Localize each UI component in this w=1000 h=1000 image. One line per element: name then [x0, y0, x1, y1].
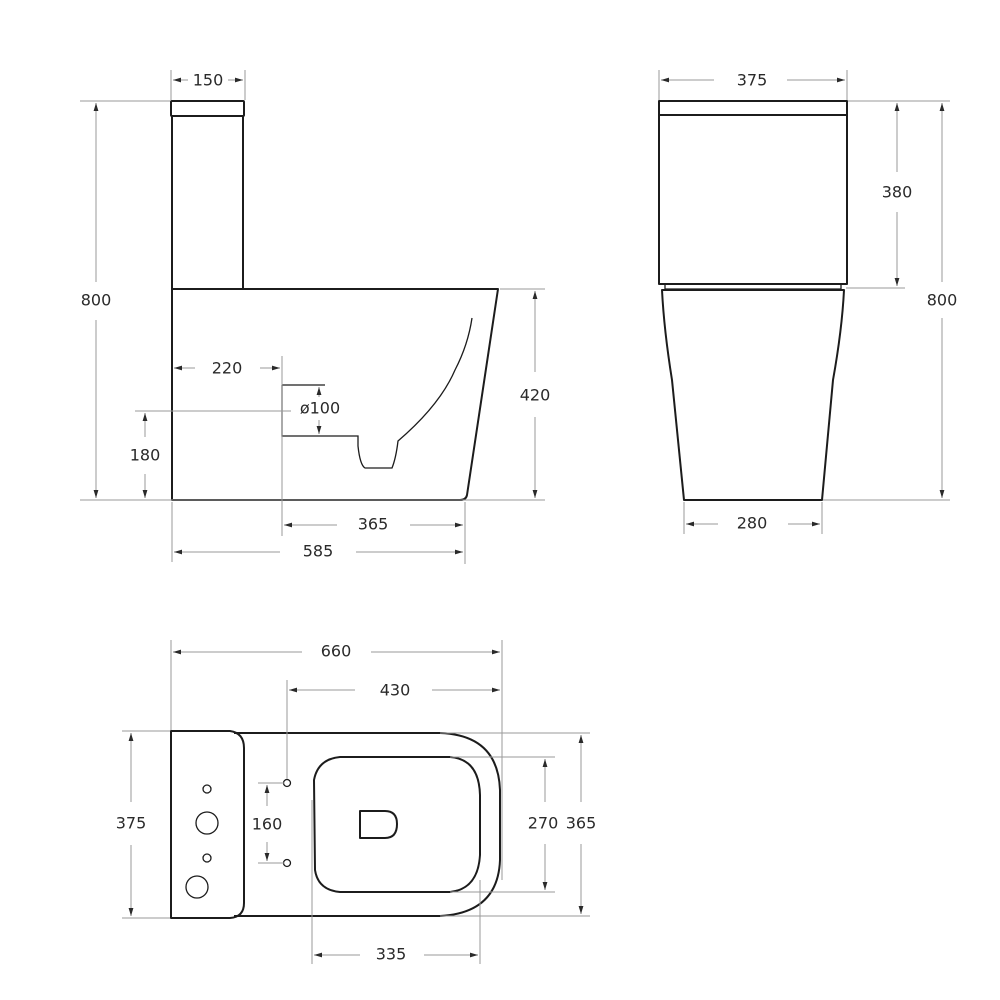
- dim-side-outlet-diameter: ø100: [300, 399, 340, 418]
- side-tank-lid: [170, 100, 245, 117]
- dim-front-base-width: 280: [737, 514, 768, 533]
- dim-top-seat-opening-width: 270: [528, 814, 559, 833]
- side-bowl-body: [171, 288, 499, 501]
- dim-front-tank-height: 380: [882, 183, 913, 202]
- side-trap-line: [281, 317, 473, 469]
- dim-top-bowl-width: 365: [566, 814, 597, 833]
- front-tank-body: [658, 115, 848, 285]
- dim-top-fixing-spacing: 160: [252, 815, 283, 834]
- top-bowl-outline: [234, 732, 501, 917]
- top-fixing-hole-1: [282, 778, 292, 788]
- top-tank-hole-large-1: [195, 811, 219, 835]
- dim-side-bowl-height: 420: [520, 386, 551, 405]
- side-view: 150 800 220 ø100 180 420 365: [80, 70, 550, 564]
- top-tank-hole-large-2: [185, 875, 209, 899]
- front-tank-lid: [658, 100, 848, 116]
- dim-side-tank-depth: 150: [193, 71, 224, 90]
- top-view: 660 430 375 160 270 365 3: [116, 640, 597, 964]
- top-drain: [359, 810, 398, 839]
- top-fixing-hole-2: [282, 858, 292, 868]
- dim-side-outlet-height: 180: [130, 446, 161, 465]
- front-bowl-body: [661, 289, 845, 501]
- front-view: 375 380 800 280: [658, 70, 958, 534]
- dim-side-outlet-to-front: 365: [358, 515, 389, 534]
- dim-side-outlet-offset: 220: [212, 359, 243, 378]
- top-tank-hole-small-1: [202, 784, 212, 794]
- dim-top-fixing-to-front: 430: [380, 681, 411, 700]
- side-tank-body: [171, 116, 244, 289]
- top-tank-hole-small-2: [202, 853, 212, 863]
- dim-top-total-length: 660: [321, 642, 352, 661]
- dim-side-total-height: 800: [81, 291, 112, 310]
- top-tank: [170, 730, 245, 919]
- dim-front-tank-width: 375: [737, 71, 768, 90]
- dim-top-tank-width: 375: [116, 814, 147, 833]
- dim-top-seat-opening-length: 335: [376, 945, 407, 964]
- dim-side-base-length: 585: [303, 542, 334, 561]
- dim-front-total-height: 800: [927, 291, 958, 310]
